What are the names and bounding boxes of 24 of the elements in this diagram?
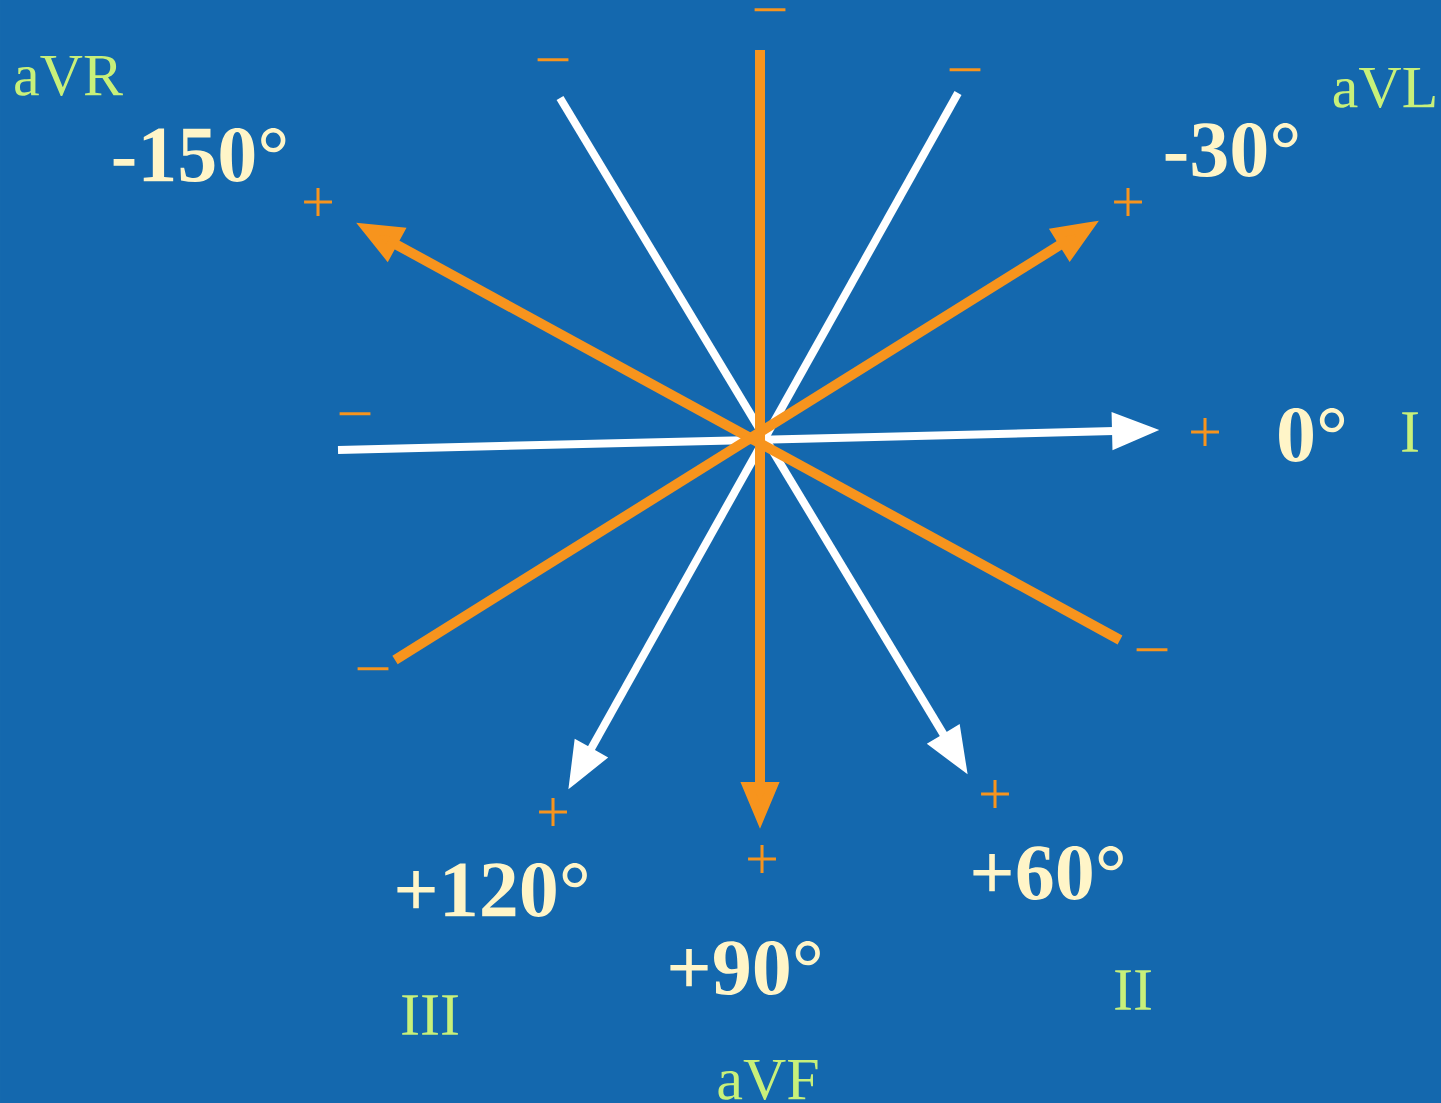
angle-label: -150° (113, 128, 286, 182)
polarity-sign: + (748, 845, 776, 873)
angle-label: -30° (1165, 123, 1298, 177)
polarity-sign: + (981, 780, 1009, 808)
angle-label: +90° (670, 941, 820, 995)
lead-name: aVR (15, 55, 123, 97)
lead-name: III (402, 995, 458, 1035)
polarity-sign: – (949, 68, 981, 72)
polarity-sign: – (537, 58, 569, 62)
angle-label: 0° (1279, 408, 1345, 462)
lead-name: II (1115, 970, 1151, 1010)
lead-name: aVF (718, 1059, 818, 1101)
angle-label: +120° (397, 863, 587, 917)
angle-label: +60° (973, 846, 1123, 900)
lead-name: I (1402, 412, 1418, 452)
polarity-sign: + (539, 798, 567, 826)
polarity-sign: + (304, 188, 332, 216)
polarity-sign: – (754, 8, 786, 12)
polarity-sign: – (339, 412, 371, 416)
polarity-sign: + (1191, 418, 1219, 446)
polarity-sign: – (1136, 648, 1168, 652)
lead-name: aVL (1333, 67, 1435, 109)
polarity-sign: + (1114, 188, 1142, 216)
polarity-sign: – (357, 667, 389, 671)
